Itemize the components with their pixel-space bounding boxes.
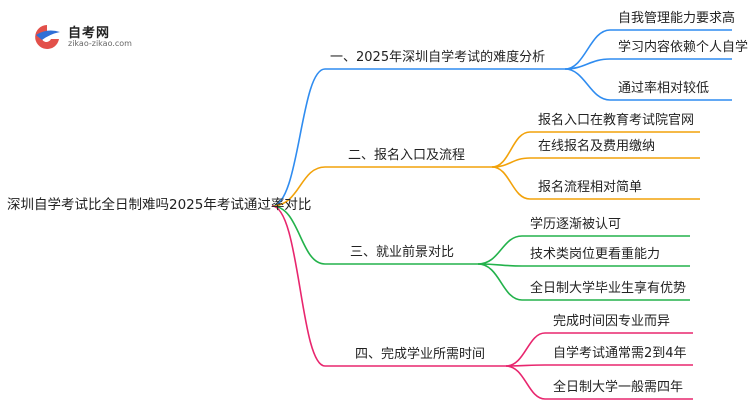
branch-4-item-1: 完成时间因专业而异 — [553, 314, 671, 329]
branch-1-item-2: 学习内容依赖个人自学 — [618, 40, 749, 55]
branch-4-connectors — [271, 205, 693, 400]
branch-4-item-3: 全日制大学一般需四年 — [553, 380, 684, 395]
branch-2-item-3: 报名流程相对简单 — [538, 180, 643, 195]
branch-4-item-2: 自学考试通常需2到4年 — [553, 346, 687, 361]
branch-3-item-2: 技术类岗位更看重能力 — [530, 247, 661, 262]
branch-2-item-2: 在线报名及费用缴纳 — [538, 139, 656, 154]
branch-1-connectors — [271, 29, 732, 207]
branch-1-item-3: 通过率相对较低 — [618, 81, 710, 96]
logo-title: 自考网 — [68, 26, 111, 41]
branch-3-item-3: 全日制大学毕业生享有优势 — [530, 281, 687, 296]
branch-2-label: 二、报名入口及流程 — [348, 148, 466, 163]
branch-1-item-1: 自我管理能力要求高 — [618, 11, 736, 26]
logo-icon — [35, 25, 60, 49]
site-logo: 自考网 zikao-zikao.com — [30, 22, 140, 52]
mindmap-root: 深圳自学考试比全日制难吗2025年考试通过率对比 — [7, 197, 312, 213]
branch-3-item-1: 学历逐渐被认可 — [530, 217, 622, 232]
branch-2-connectors — [271, 131, 700, 207]
logo-subtitle: zikao-zikao.com — [68, 39, 132, 48]
branch-1-label: 一、2025年深圳自学考试的难度分析 — [330, 50, 546, 65]
branch-2-item-1: 报名入口在教育考试院官网 — [538, 113, 695, 128]
branch-3-label: 三、就业前景对比 — [350, 245, 455, 260]
branch-3-connectors — [271, 205, 690, 301]
branch-4-label: 四、完成学业所需时间 — [355, 347, 486, 362]
